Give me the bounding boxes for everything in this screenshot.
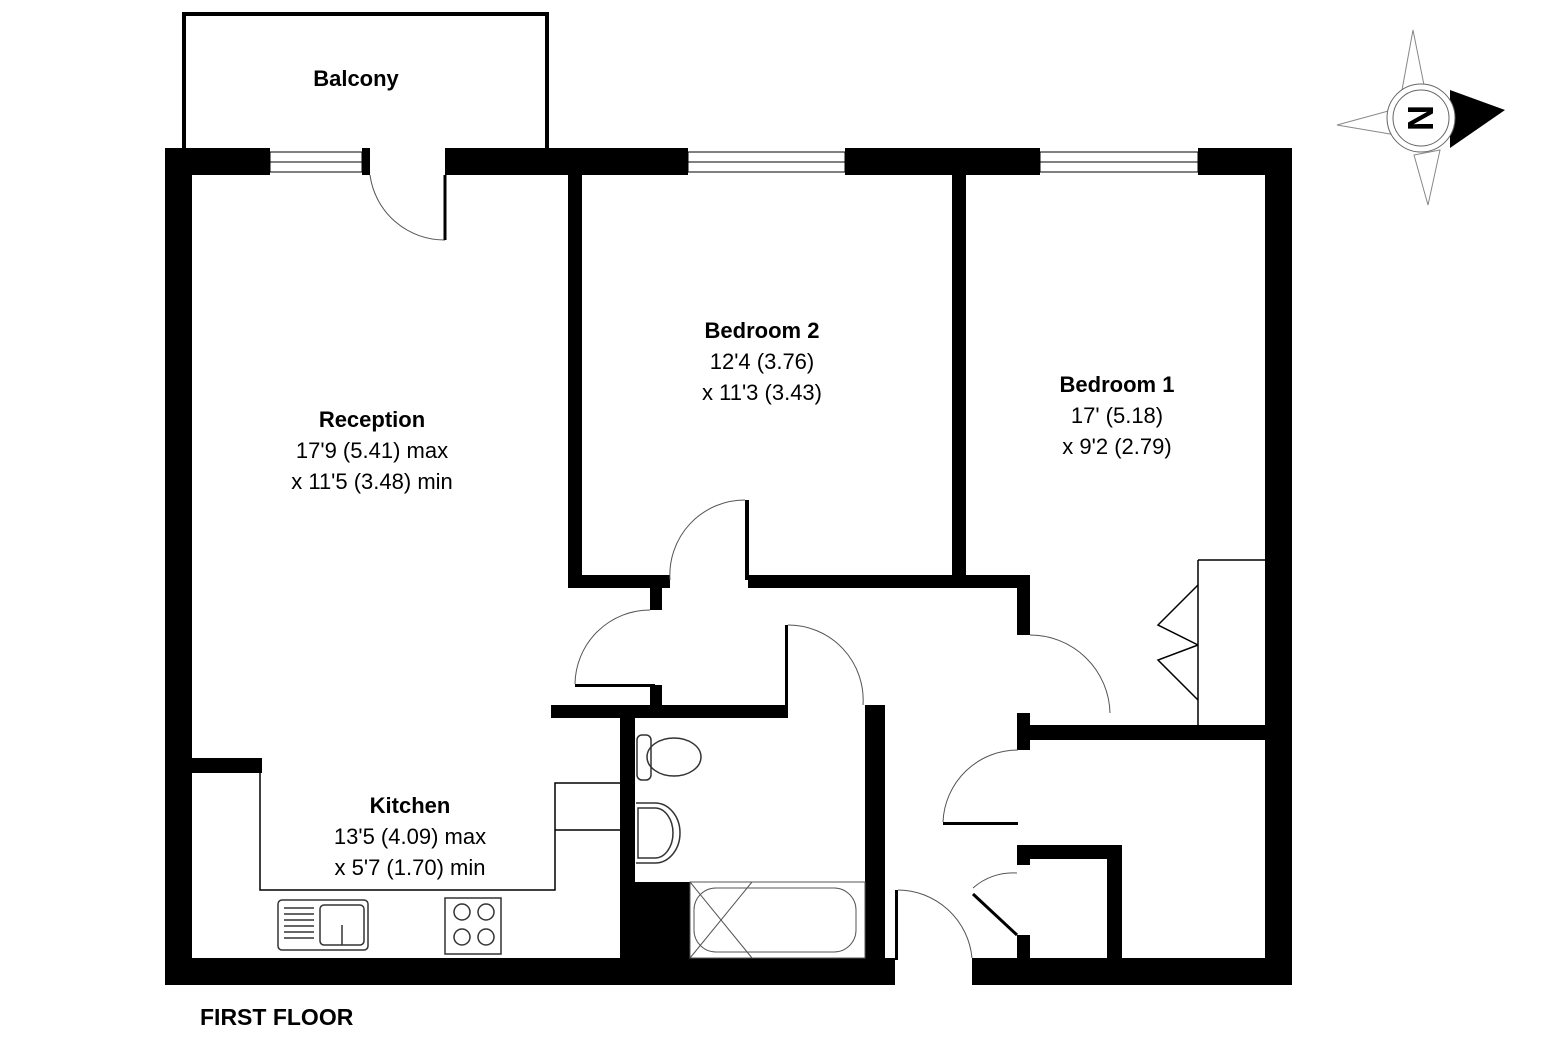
north-arrow-icon: N <box>1336 29 1505 206</box>
room-dimension: 17'9 (5.41) max <box>295 438 449 463</box>
basin-icon <box>636 802 681 864</box>
room-name: Balcony <box>313 66 399 91</box>
walls <box>165 12 1292 985</box>
toilet-icon <box>636 734 702 781</box>
floor-label: FIRST FLOOR <box>200 1004 354 1030</box>
room-dimension: x 11'5 (3.48) min <box>291 469 453 494</box>
kitchen-sink-icon <box>277 899 369 951</box>
room-label-reception: Reception 17'9 (5.41) max x 11'5 (3.48) … <box>291 404 453 497</box>
bath-icon <box>689 881 866 959</box>
door-swings <box>369 174 1111 959</box>
windows <box>269 151 1199 173</box>
room-dimension: x 11'3 (3.43) <box>702 380 822 405</box>
room-dimension: x 9'2 (2.79) <box>1062 434 1172 459</box>
hob-icon <box>444 897 502 955</box>
kitchen-counter <box>259 773 620 891</box>
room-name: Reception <box>318 407 426 432</box>
room-dimension: 17' (5.18) <box>1070 403 1164 428</box>
room-label-balcony: Balcony <box>313 63 399 94</box>
room-name: Bedroom 1 <box>1059 372 1175 397</box>
room-label-bedroom-1: Bedroom 1 17' (5.18) x 9'2 (2.79) <box>1060 369 1175 462</box>
room-name: Bedroom 2 <box>704 318 820 343</box>
room-dimension: x 5'7 (1.70) min <box>334 855 486 880</box>
room-label-bedroom-2: Bedroom 2 12'4 (3.76) x 11'3 (3.43) <box>702 315 822 408</box>
room-name: Kitchen <box>369 793 451 818</box>
room-label-kitchen: Kitchen 13'5 (4.09) max x 5'7 (1.70) min <box>334 790 486 883</box>
room-dimension: 12'4 (3.76) <box>709 349 815 374</box>
wardrobe <box>1156 559 1265 725</box>
north-letter: N <box>1400 105 1441 131</box>
room-dimension: 13'5 (4.09) max <box>333 824 487 849</box>
